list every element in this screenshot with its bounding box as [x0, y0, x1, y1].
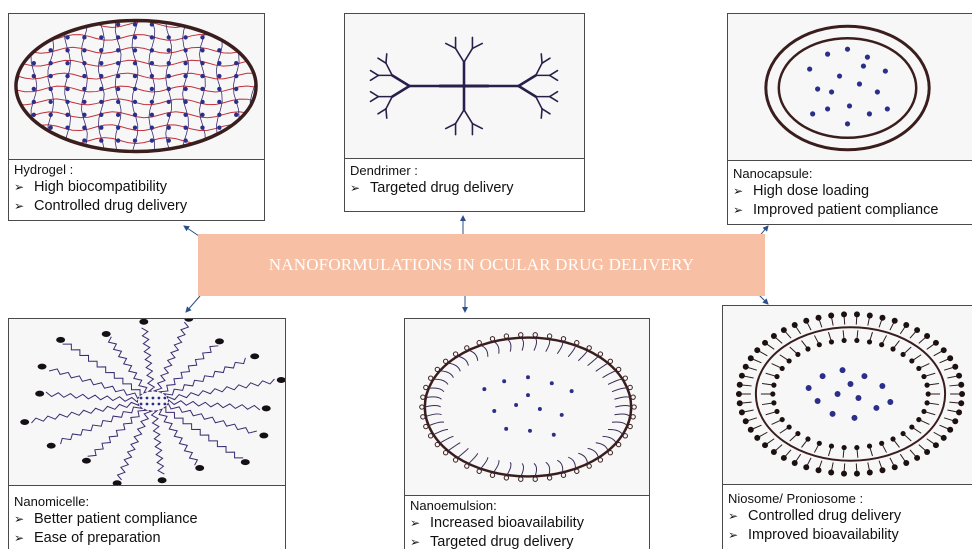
bullet-arrow-icon: ➢: [728, 526, 748, 545]
nanoemulsion-text: Nanoemulsion: ➢Increased bioavailability…: [405, 496, 649, 549]
niosome-illustration: [723, 306, 972, 485]
card-bullet: ➢High biocompatibility: [14, 178, 258, 197]
niosome-card: Niosome/ Proniosome : ➢Controlled drug d…: [722, 305, 972, 549]
bullet-arrow-icon: ➢: [14, 510, 34, 529]
card-bullet: ➢Improved bioavailability: [728, 526, 966, 545]
card-title: Niosome/ Proniosome :: [728, 491, 966, 507]
hydrogel-card: Hydrogel : ➢High biocompatibility ➢Contr…: [8, 13, 265, 221]
bullet-arrow-icon: ➢: [14, 197, 34, 216]
center-title-box: NANOFORMULATIONS IN OCULAR DRUG DELIVERY: [198, 234, 765, 296]
hydrogel-text: Hydrogel : ➢High biocompatibility ➢Contr…: [9, 160, 264, 220]
card-bullet: ➢Controlled drug delivery: [14, 197, 258, 216]
card-bullet: ➢Improved patient compliance: [733, 201, 966, 220]
card-bullet: ➢Better patient compliance: [14, 510, 279, 529]
bullet-arrow-icon: ➢: [733, 182, 753, 201]
bullet-arrow-icon: ➢: [350, 179, 370, 198]
card-bullet: ➢High dose loading: [733, 182, 966, 201]
nanomicelle-text: Nanomicelle: ➢Better patient compliance …: [9, 486, 285, 549]
card-title: Dendrimer :: [350, 163, 578, 179]
card-bullet: ➢Ease of preparation: [14, 529, 279, 548]
card-bullet: ➢Increased bioavailability: [410, 514, 643, 533]
nanocapsule-illustration: [728, 14, 972, 161]
nanocapsule-card: Nanocapsule: ➢High dose loading ➢Improve…: [727, 13, 972, 225]
bullet-arrow-icon: ➢: [728, 507, 748, 526]
card-bullet: ➢Targeted drug delivery: [410, 533, 643, 549]
bullet-arrow-icon: ➢: [733, 201, 753, 220]
nanomicelle-card: Nanomicelle: ➢Better patient compliance …: [8, 318, 286, 549]
card-title: Nanoemulsion:: [410, 498, 643, 514]
hydrogel-illustration: [9, 14, 264, 160]
card-bullet: ➢Targeted drug delivery: [350, 179, 578, 198]
dendrimer-card: Dendrimer : ➢Targeted drug delivery: [344, 13, 585, 212]
center-title: NANOFORMULATIONS IN OCULAR DRUG DELIVERY: [269, 255, 694, 275]
bullet-arrow-icon: ➢: [410, 514, 430, 533]
dendrimer-text: Dendrimer : ➢Targeted drug delivery: [345, 159, 584, 211]
bullet-arrow-icon: ➢: [410, 533, 430, 549]
card-title: Nanomicelle:: [14, 494, 279, 510]
card-bullet: ➢Controlled drug delivery: [728, 507, 966, 526]
bullet-arrow-icon: ➢: [14, 529, 34, 548]
nanocapsule-text: Nanocapsule: ➢High dose loading ➢Improve…: [728, 161, 972, 224]
card-title: Hydrogel :: [14, 162, 258, 178]
arrow-to-nanomicelle: [186, 296, 200, 312]
niosome-text: Niosome/ Proniosome : ➢Controlled drug d…: [723, 485, 972, 549]
dendrimer-illustration: [345, 14, 584, 159]
nanoemulsion-card: Nanoemulsion: ➢Increased bioavailability…: [404, 318, 650, 549]
card-title: Nanocapsule:: [733, 166, 966, 182]
bullet-arrow-icon: ➢: [14, 178, 34, 197]
nanomicelle-illustration: [9, 319, 285, 486]
nanoemulsion-illustration: [405, 319, 649, 496]
